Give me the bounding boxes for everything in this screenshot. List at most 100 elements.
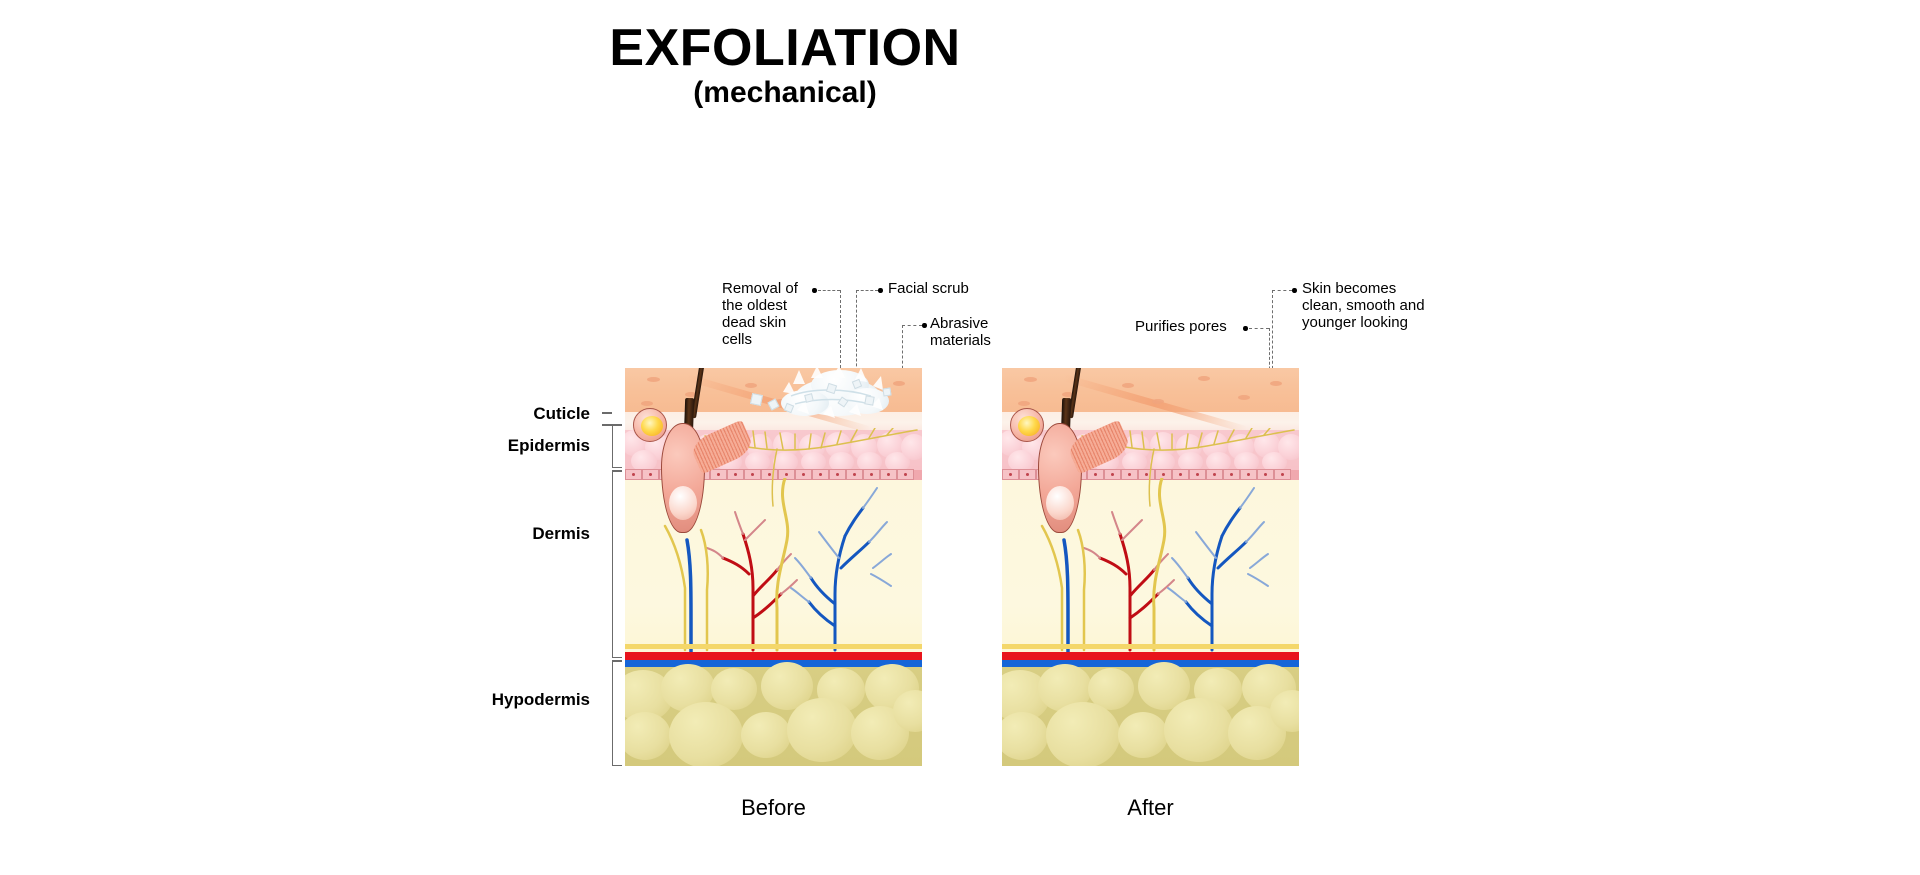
deep-nerve-band [625,644,922,649]
basal-nucleus [1162,473,1165,476]
epidermal-cell [745,452,770,472]
callout-removal-of-dead-skin-cells: Removal of the oldest dead skin cells [722,280,798,348]
basal-nucleus [887,473,890,476]
leader-v-skin-becomes [1272,290,1273,384]
pore [745,383,757,388]
basal-nucleus [1213,473,1216,476]
basal-nucleus [1111,473,1114,476]
basal-nucleus [836,473,839,476]
hair-bulb [669,486,697,520]
leader-v-purifies [1269,328,1270,384]
pore [685,392,697,397]
pore [1024,377,1037,382]
basal-nucleus [1230,473,1233,476]
leader-v-removal [840,290,841,408]
hair-bulb [1046,486,1074,520]
pore [893,381,905,386]
callout-facial-scrub: Facial scrub [888,280,969,297]
callout-abrasive-materials: Abrasive materials [930,315,991,349]
epidermal-cell [1122,452,1147,472]
basal-nucleus [734,473,737,476]
layer-label-cuticle: Cuticle [533,404,590,423]
epidermal-cell [885,452,910,472]
skin-cross-section-before [625,368,922,766]
basal-nucleus [1247,473,1250,476]
fat-cell [669,702,743,766]
dermis-bracket [612,470,622,658]
fat-cell [741,712,791,758]
basal-nucleus [1128,473,1131,476]
pore [1270,381,1282,386]
leader-h-facial-scrub [856,290,878,291]
fat-cell [1164,698,1234,762]
basal-nucleus [1179,473,1182,476]
leader-h-abrasive [902,325,922,326]
fat-cell [1118,712,1168,758]
callout-dot-purifies [1243,326,1248,331]
leader-h-removal [818,290,840,291]
deep-vein-band [1002,660,1299,667]
basal-nucleus [819,473,822,476]
pore [1018,401,1030,406]
epidermal-cell [1206,452,1231,472]
fat-cell [893,690,922,732]
sebaceous-gland-core [641,416,663,436]
leader-h-purifies [1249,328,1269,329]
basal-nucleus [1094,473,1097,476]
deep-artery-band [625,652,922,660]
epidermal-cell [1278,434,1299,460]
epidermal-cell [857,452,882,472]
pore [647,377,660,382]
cuticle-tick [602,412,612,414]
epidermal-cell [1150,452,1175,472]
pore [1152,399,1164,404]
epidermal-cell [773,452,798,472]
basal-nucleus [1145,473,1148,476]
basal-nucleus [785,473,788,476]
epidermal-cell [631,450,657,472]
epidermal-cell [801,452,826,472]
fat-cell [625,712,671,760]
layer-label-dermis: Dermis [532,524,590,543]
pore [1198,376,1210,381]
cuticle-tick-2 [602,424,612,426]
leader-h-skin-becomes [1272,290,1292,291]
callout-purifies-pores: Purifies pores [1135,318,1227,335]
basal-nucleus [768,473,771,476]
basal-nucleus [717,473,720,476]
basal-nucleus [1196,473,1199,476]
epidermal-cell [1234,452,1259,472]
pore [1238,395,1250,400]
abrasive-grain [749,392,764,407]
epidermal-cell [1008,450,1034,472]
basal-nucleus [1009,473,1012,476]
basal-nucleus [802,473,805,476]
leader-v-facial-scrub [856,290,857,386]
foam-highlights [783,368,883,418]
epidermal-cell [1262,452,1287,472]
layer-label-epidermis: Epidermis [507,436,590,455]
basal-nucleus [649,473,652,476]
basal-nucleus [853,473,856,476]
page-subtitle: (mechanical) [693,76,877,109]
callout-dot-removal [812,288,817,293]
epidermal-cell [829,452,854,472]
dermis-vasculature [663,478,892,656]
callout-dot-facial-scrub [878,288,883,293]
basal-nucleus [1281,473,1284,476]
fat-cell [1270,690,1299,732]
epidermal-cell [901,434,922,460]
fat-cell [1002,712,1048,760]
caption-before: Before [741,795,806,820]
leader-v-abrasive [902,325,903,384]
pore [1062,392,1074,397]
basal-nucleus [632,473,635,476]
deep-artery-band [1002,652,1299,660]
skin-cross-section-after [1002,368,1299,766]
deep-nerve-band [1002,644,1299,649]
callout-skin-becomes-clean: Skin becomes clean, smooth and younger l… [1302,280,1425,331]
basal-nucleus [1264,473,1267,476]
sebaceous-gland-core [1018,416,1040,436]
caption-after: After [1127,795,1174,820]
